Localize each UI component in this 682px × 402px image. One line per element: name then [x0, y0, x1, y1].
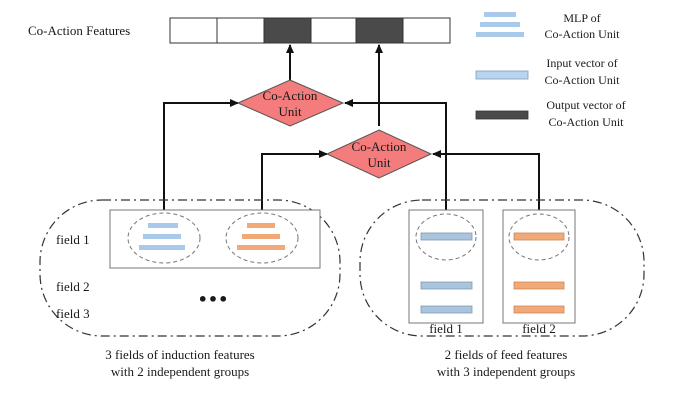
co-action-unit-diamond: [236, 79, 345, 127]
co-action-unit-right: Co-Action Unit: [325, 129, 433, 179]
induction-features-group: field 1 field 2 field 3 ••• 3 fields of …: [39, 199, 341, 379]
ellipsis-dots: •••: [198, 290, 229, 309]
co-action-unit-label: Unit: [278, 104, 302, 119]
legend-mlp-label: MLP of: [563, 11, 600, 25]
feed-column-label: field 1: [429, 321, 463, 336]
input-vector-icon: [475, 70, 529, 80]
induction-caption: with 2 independent groups: [111, 364, 249, 379]
output-vector-icon: [475, 110, 529, 120]
induction-field-label: field 3: [56, 306, 90, 321]
output-cell: [169, 17, 218, 44]
feed-field1-ellipse: [415, 213, 477, 261]
output-cell-filled: [355, 17, 404, 44]
feed-caption: with 3 independent groups: [437, 364, 575, 379]
feed-column-label: field 2: [522, 321, 556, 336]
co-action-unit-label: Co-Action: [263, 88, 318, 103]
induction-dashed-container: [39, 199, 341, 337]
feed-dashed-container: [359, 199, 645, 337]
feed-field2-ellipse: [508, 213, 570, 261]
output-cell: [310, 17, 357, 44]
output-cell: [402, 17, 451, 44]
feed-field1-box: [408, 209, 484, 324]
input-vector: [420, 305, 473, 314]
feed-caption: 2 fields of feed features: [445, 347, 568, 362]
feed-features-group: field 1 field 2 2 fields of feed feature…: [359, 199, 645, 379]
co-action-features-label: Co-Action Features: [28, 23, 130, 38]
input-vector: [420, 232, 473, 241]
legend-mlp-label: Co-Action Unit: [545, 27, 621, 41]
legend: MLP of Co-Action Unit Input vector of Co…: [475, 11, 626, 129]
arrow-feed-field2-to-right-unit: [432, 150, 540, 213]
legend-input-label: Co-Action Unit: [545, 73, 621, 87]
output-feature-bar: [169, 17, 451, 44]
induction-caption: 3 fields of induction features: [105, 347, 254, 362]
input-vector: [513, 305, 565, 314]
legend-input: Input vector of Co-Action Unit: [475, 56, 621, 87]
legend-output-label: Co-Action Unit: [549, 115, 625, 129]
output-cell: [216, 17, 265, 44]
arrow-feed-field1-to-left-unit: [344, 99, 447, 213]
mlp-icon: [237, 223, 285, 250]
mlp-icon: [476, 32, 524, 37]
legend-mlp: MLP of Co-Action Unit: [476, 11, 620, 41]
legend-output: Output vector of Co-Action Unit: [475, 98, 626, 129]
co-action-unit-label: Unit: [367, 155, 391, 170]
output-cell-filled: [263, 17, 312, 44]
induction-field-label: field 2: [56, 279, 90, 294]
co-action-unit-diamond: [325, 129, 433, 179]
legend-input-label: Input vector of: [546, 56, 617, 70]
input-vector: [513, 232, 565, 241]
mlp-icon: [139, 223, 185, 250]
co-action-unit-left: Co-Action Unit: [236, 79, 345, 127]
legend-output-label: Output vector of: [546, 98, 625, 112]
arrow-induction-group1-to-left-unit: [163, 99, 239, 210]
induction-group2-ellipse: [225, 212, 299, 264]
induction-group1-ellipse: [127, 212, 201, 264]
mlp-icon: [484, 12, 516, 17]
induction-field-label: field 1: [56, 232, 90, 247]
input-vector: [513, 281, 565, 290]
mlp-icon: [480, 22, 520, 27]
input-vector: [420, 281, 473, 290]
arrow-induction-group2-to-right-unit: [261, 150, 328, 210]
feed-field2-box: [502, 209, 576, 324]
co-action-unit-label: Co-Action: [352, 139, 407, 154]
connectors: [163, 44, 540, 213]
